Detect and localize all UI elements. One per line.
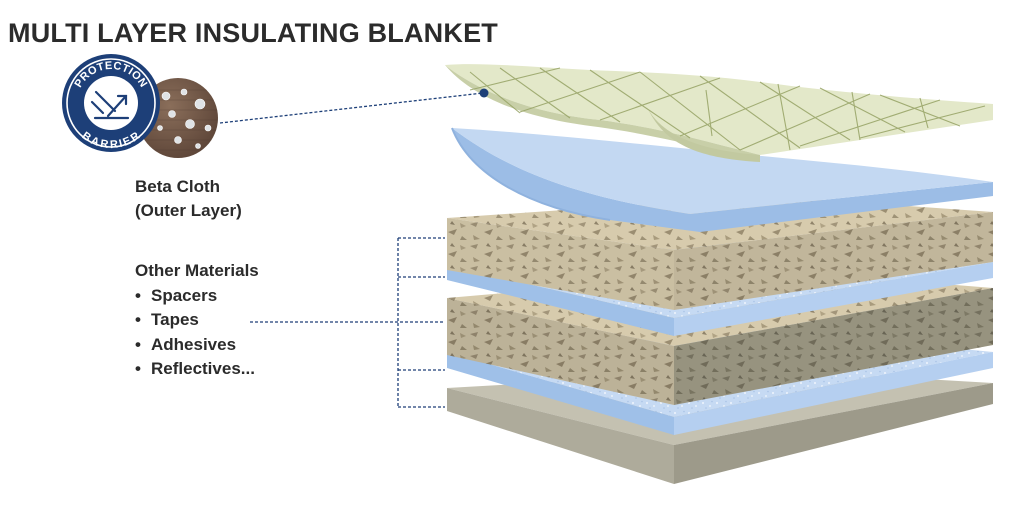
beta-cloth-leader	[219, 88, 489, 124]
beta-cloth-subtitle: (Outer Layer)	[135, 201, 242, 220]
page-title: MULTI LAYER INSULATING BLANKET	[8, 18, 498, 48]
list-item: • Reflectives...	[135, 357, 259, 382]
beta-cloth-name: Beta Cloth	[135, 177, 220, 196]
other-materials-bracket	[250, 237, 445, 408]
curled-reflective-film	[451, 127, 993, 232]
other-materials-label: Other Materials • Spacers • Tapes • Adhesiv…	[135, 259, 259, 382]
list-item: • Tapes	[135, 308, 259, 333]
list-item: • Spacers	[135, 284, 259, 309]
bullet-glyph: •	[135, 285, 141, 305]
bullet-glyph: •	[135, 334, 141, 354]
list-item-text: Spacers	[151, 285, 218, 305]
list-item-text: Reflectives...	[151, 359, 255, 378]
bullet-glyph: •	[135, 359, 141, 378]
beta-cloth-layer	[445, 64, 993, 162]
list-item-text: Tapes	[151, 310, 199, 329]
other-materials-list: • Spacers • Tapes • Adhesives • Reflectives.…	[135, 284, 259, 382]
list-item-text: Adhesives	[151, 334, 237, 354]
protection-barrier-icon: PROTECTION BARRIER	[62, 54, 160, 152]
list-item: • Adhesives	[135, 333, 259, 358]
beta-cloth-label: Beta Cloth (Outer Layer)	[135, 175, 242, 223]
other-materials-heading: Other Materials	[135, 261, 259, 280]
bullet-glyph: •	[135, 310, 141, 329]
